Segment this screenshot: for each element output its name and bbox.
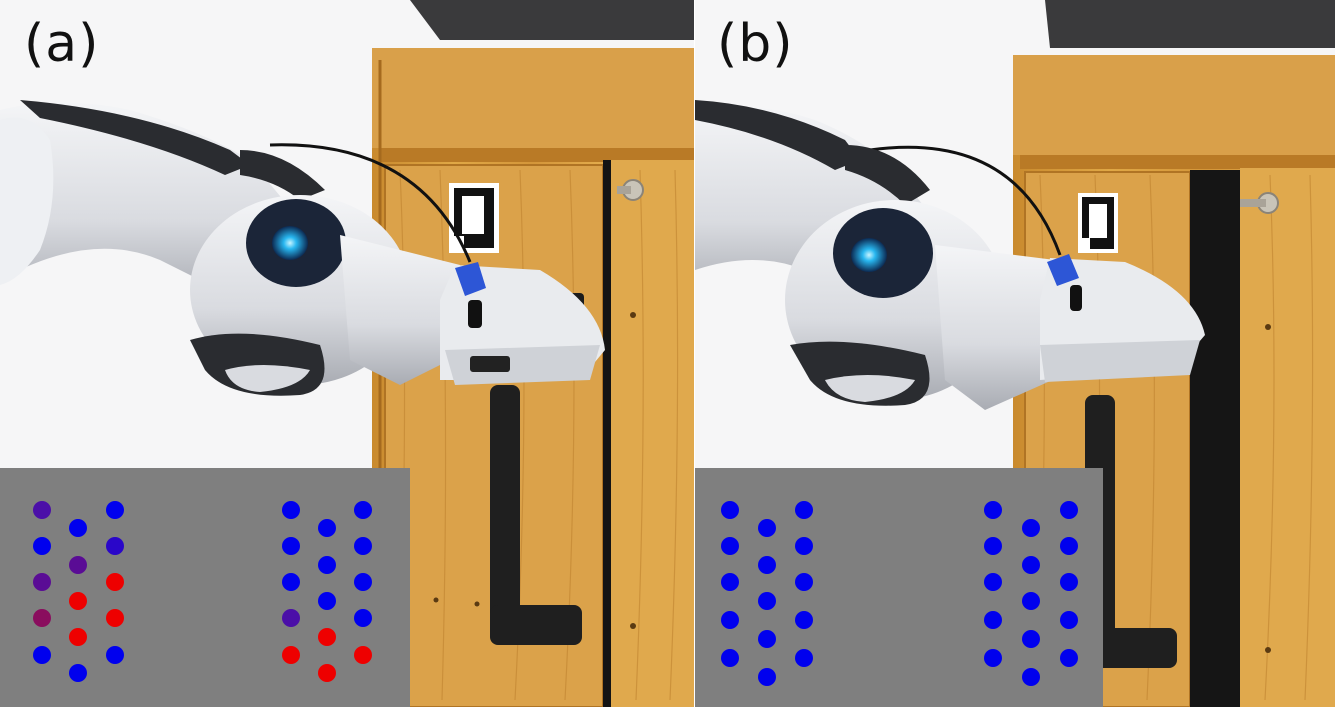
taxel [984,573,1002,591]
taxel [721,611,739,629]
door-gap [1190,170,1240,707]
dark-object [410,0,695,40]
taxel [795,649,813,667]
taxel [354,646,372,664]
taxel [1022,668,1040,686]
taxel [795,573,813,591]
taxel [282,609,300,627]
taxel [106,609,124,627]
robot-arm [0,100,605,396]
tape [455,262,486,296]
panel-b: (b) [695,0,1335,707]
panel-label-a: (a) [24,14,100,74]
taxel [354,537,372,555]
taxel-grid-a [33,501,372,682]
taxel [106,646,124,664]
taxel [354,573,372,591]
taxel [795,611,813,629]
robot-scene-a [0,0,695,707]
taxel [33,573,51,591]
taxel [33,537,51,555]
taxel [984,501,1002,519]
taxel [795,501,813,519]
door-handle [490,385,520,643]
taxel [758,556,776,574]
panel-a: (a) [0,0,695,707]
taxel [318,628,336,646]
taxel [69,519,87,537]
taxel [721,649,739,667]
taxel [721,573,739,591]
taxel-grid-b [721,501,1078,686]
tactile-sensor-map-b [695,468,1103,707]
taxel [33,609,51,627]
taxel [318,664,336,682]
taxel [1022,630,1040,648]
taxel [1022,556,1040,574]
taxel [282,646,300,664]
taxel [354,609,372,627]
taxel [69,592,87,610]
taxel [282,537,300,555]
taxel [1022,519,1040,537]
taxel [984,649,1002,667]
taxel [69,664,87,682]
taxel [318,556,336,574]
taxel [33,646,51,664]
taxel [758,668,776,686]
taxel [1060,501,1078,519]
robot-scene-b [695,0,1335,707]
tactile-sensor-map-a [0,468,410,707]
panel-label-b: (b) [717,14,794,74]
door-gap [603,160,611,707]
taxel [1060,537,1078,555]
tape [1047,254,1079,286]
taxel [106,537,124,555]
taxel [282,573,300,591]
led-indicator [272,226,308,260]
taxel [758,592,776,610]
taxel [758,630,776,648]
taxel [282,501,300,519]
taxel [106,573,124,591]
taxel [318,592,336,610]
led-indicator [851,238,887,272]
taxel [106,501,124,519]
dark-object [1045,0,1335,48]
taxel [318,519,336,537]
taxel [1022,592,1040,610]
taxel [354,501,372,519]
taxel [984,537,1002,555]
robot-arm [695,100,1205,410]
taxel [1060,611,1078,629]
taxel [721,501,739,519]
taxel [1060,649,1078,667]
taxel [69,556,87,574]
taxel [984,611,1002,629]
taxel [721,537,739,555]
taxel [1060,573,1078,591]
taxel [33,501,51,519]
taxel [69,628,87,646]
taxel [795,537,813,555]
taxel [758,519,776,537]
